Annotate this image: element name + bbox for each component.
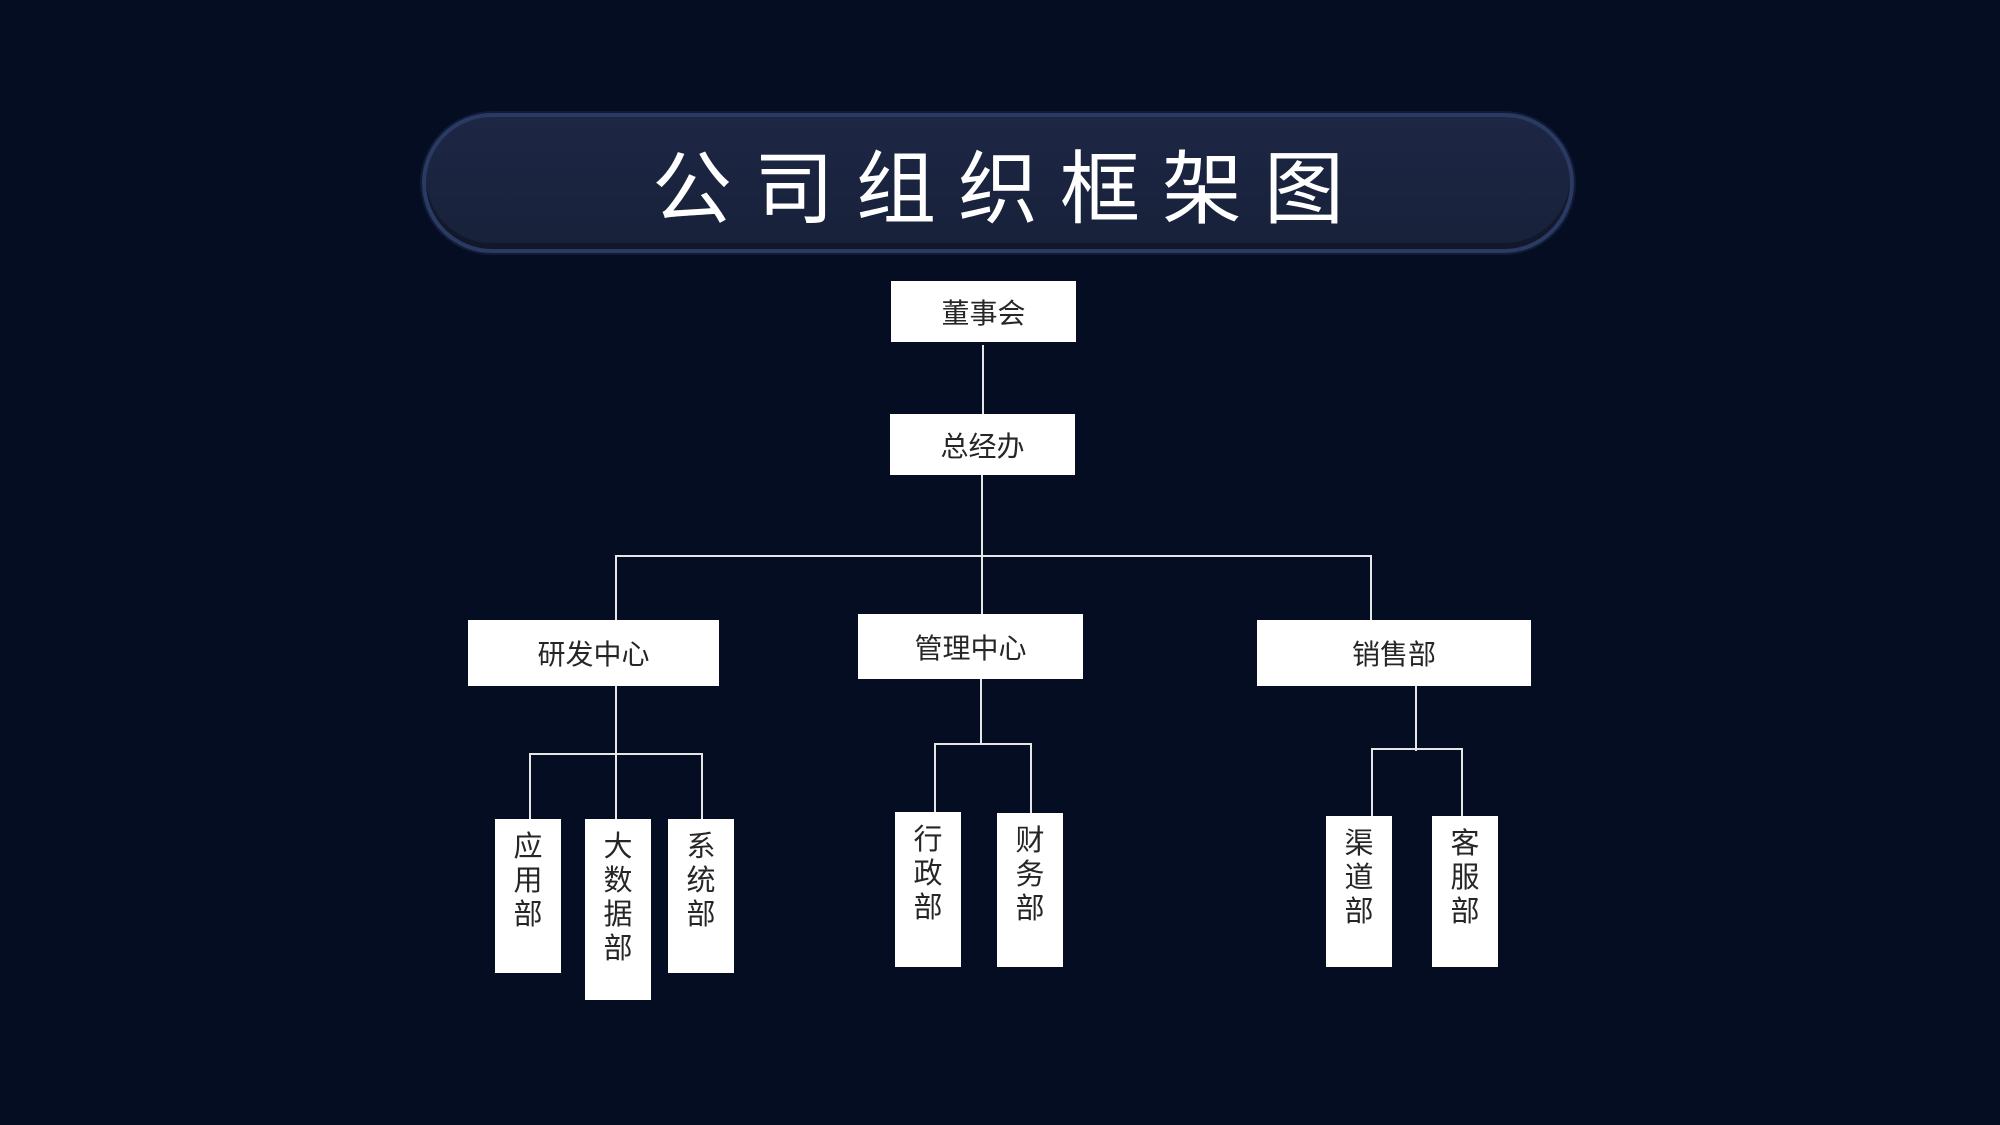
connector-to-system-dept [701, 753, 703, 820]
connector-gm-trunk [981, 474, 983, 556]
connector-mgmt-bus [934, 743, 1032, 745]
node-board: 董事会 [891, 281, 1076, 342]
node-bigdata-dept-label: 大数据部 [603, 829, 633, 965]
connector-rd-bus [529, 753, 703, 755]
node-channel-dept-label: 渠道部 [1344, 826, 1374, 928]
connector-to-finance-dept [1030, 743, 1032, 814]
connector-level2-bus [615, 555, 1372, 557]
connector-sales-trunk [1415, 685, 1417, 751]
node-sales-dept: 销售部 [1257, 620, 1531, 686]
node-admin-dept-label: 行政部 [913, 822, 943, 924]
page-title: 公司组织框架图 [652, 143, 1366, 236]
node-app-dept-label: 应用部 [513, 829, 543, 931]
connector-mgmt-trunk [980, 678, 982, 745]
node-channel-dept: 渠道部 [1326, 816, 1392, 967]
node-mgmt-center: 管理中心 [858, 614, 1083, 679]
connector-sales-bus [1371, 748, 1463, 750]
node-admin-dept: 行政部 [895, 812, 961, 967]
connector-to-admin-dept [934, 743, 936, 813]
connector-to-rd-center [615, 555, 617, 621]
node-gm-office: 总经办 [890, 414, 1075, 475]
connector-to-channel-dept [1371, 750, 1373, 817]
connector-to-app-dept [529, 753, 531, 820]
connector-to-service-dept [1461, 748, 1463, 817]
node-system-dept-label: 系统部 [686, 829, 716, 931]
title-banner [422, 113, 1574, 253]
node-service-dept-label: 客服部 [1450, 826, 1480, 928]
connector-board-gm [982, 345, 984, 414]
connector-rd-trunk [615, 685, 617, 820]
node-app-dept: 应用部 [495, 819, 561, 973]
node-rd-center: 研发中心 [468, 620, 719, 686]
node-bigdata-dept: 大数据部 [585, 819, 651, 1000]
connector-to-mgmt-center [981, 555, 983, 614]
connector-to-sales-dept [1370, 555, 1372, 620]
node-service-dept: 客服部 [1432, 816, 1498, 967]
node-system-dept: 系统部 [668, 819, 734, 973]
node-finance-dept: 财务部 [997, 813, 1063, 967]
node-finance-dept-label: 财务部 [1015, 823, 1045, 925]
